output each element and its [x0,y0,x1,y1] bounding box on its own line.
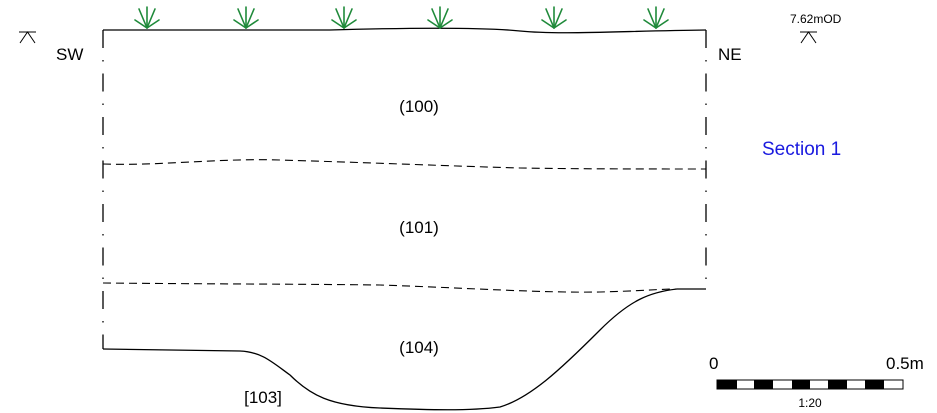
scale-end-label: 0.5m [886,354,924,373]
cut-profile [102,288,706,411]
datum-label: 7.62mOD [790,12,842,26]
grass-tuft-icon [233,6,259,29]
layer-boundary-100-101 [102,159,707,170]
grass-tuft-icon [134,6,160,29]
layer-boundary-101-104 [102,282,678,293]
orientation-right-label: NE [718,45,742,64]
grass-tuft-icon [331,6,357,29]
ground-surface-line [103,27,707,34]
scale-bar [716,379,904,390]
grass-tuft-icon [643,6,669,29]
datum-marker-icon [19,31,36,44]
scale-start-label: 0 [709,354,718,373]
scale-ratio-label: 1:20 [798,396,822,410]
grass-tuft-icon [541,6,567,29]
context-label: (104) [399,338,439,357]
grass-tuft-icon [427,6,453,29]
orientation-left-label: SW [56,45,83,64]
context-label: (101) [399,218,439,237]
cut-label: [103] [244,388,282,407]
section-title: Section 1 [762,139,841,160]
datum-marker-icon [800,31,817,44]
context-label: (100) [399,97,439,116]
